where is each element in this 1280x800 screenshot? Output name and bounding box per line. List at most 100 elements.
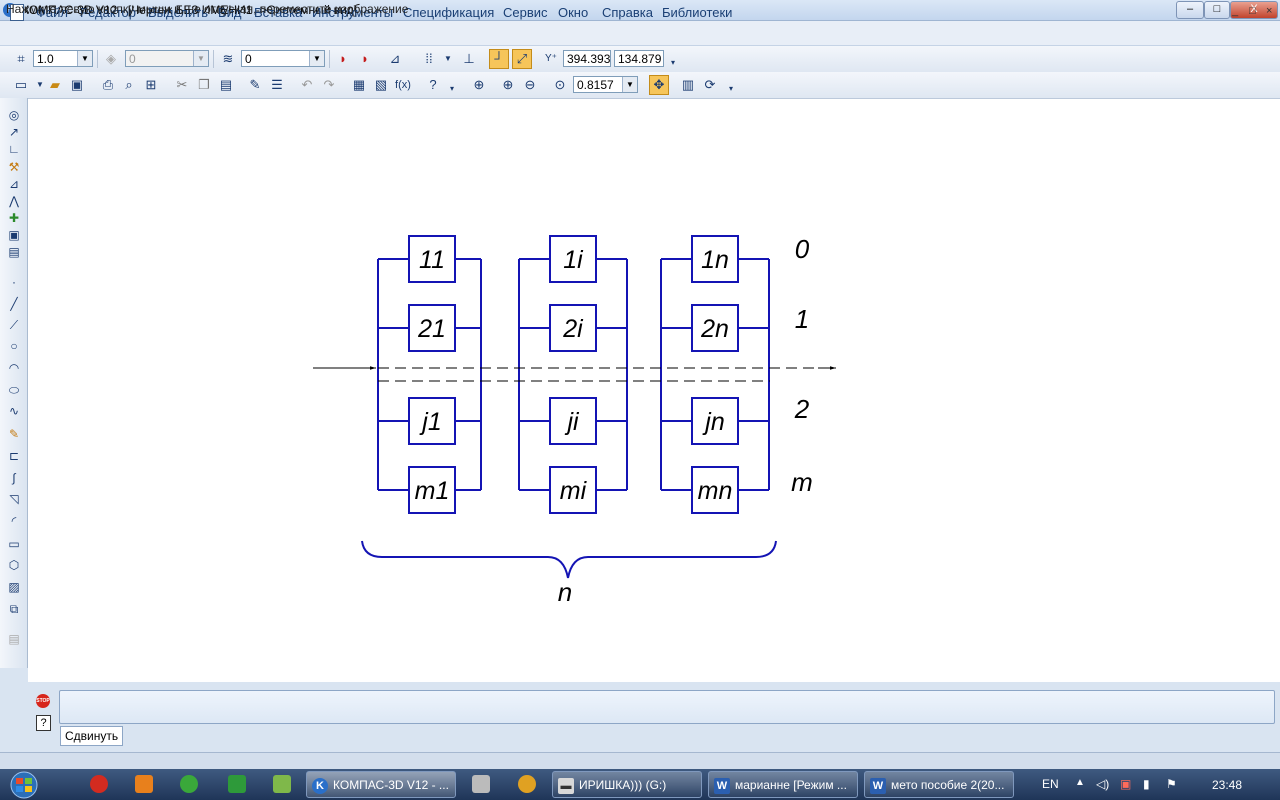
variables-icon[interactable]: f(x): [395, 79, 411, 91]
curve-icon[interactable]: ∫: [12, 471, 16, 485]
measurements-panel-icon[interactable]: ⋀: [9, 194, 19, 208]
clock[interactable]: 23:48: [1212, 778, 1243, 792]
chamfer-icon[interactable]: ◹: [9, 492, 19, 506]
mdi-close-button[interactable]: ×: [1266, 5, 1273, 17]
start-button[interactable]: [2, 771, 46, 799]
show-hidden-icons-icon[interactable]: ▲: [1075, 777, 1085, 788]
segment-icon[interactable]: ⟋: [9, 318, 19, 332]
point-icon[interactable]: ·: [12, 275, 16, 289]
refresh-icon[interactable]: ▥: [681, 77, 695, 92]
polyline-icon[interactable]: ⊏: [8, 449, 20, 463]
fillet-icon[interactable]: ◜: [11, 514, 17, 528]
associative-views-icon[interactable]: ▣: [8, 228, 20, 242]
toolbar-options-icon[interactable]: ▾: [728, 84, 733, 93]
help-icon[interactable]: ?: [36, 715, 51, 731]
zoom-window-icon[interactable]: ⊕: [473, 77, 485, 92]
toolbar-options-icon[interactable]: ▾: [670, 58, 675, 67]
selection-panel-icon[interactable]: ✚: [8, 211, 20, 225]
context-help-icon[interactable]: ?: [429, 77, 437, 92]
angle-step-icon[interactable]: ◈: [106, 51, 116, 66]
new-document-icon[interactable]: ▭: [14, 77, 28, 92]
rectangle-icon[interactable]: ▭: [8, 537, 20, 551]
avast-icon[interactable]: [518, 775, 536, 793]
app-lime-icon[interactable]: [273, 775, 291, 793]
tab-shift[interactable]: Сдвинуть: [60, 726, 124, 746]
mdi-minimize-button[interactable]: _: [1232, 5, 1239, 17]
coord-y-field[interactable]: 134.879: [614, 50, 664, 67]
layer-icon[interactable]: ≋: [222, 51, 234, 66]
geometry-panel-icon[interactable]: ◎: [8, 108, 20, 122]
ellipse-icon[interactable]: ⬭: [8, 383, 20, 397]
specification-panel-icon[interactable]: ▤: [8, 245, 20, 259]
snap-magnet-icon[interactable]: ◗: [339, 51, 347, 66]
local-snap-icon[interactable]: ◗: [361, 51, 369, 66]
circle-icon[interactable]: ○: [10, 339, 18, 353]
step-icon[interactable]: ⌗: [17, 51, 25, 66]
nurbs-icon[interactable]: ✎: [8, 427, 20, 441]
maximize-button[interactable]: □: [1204, 1, 1230, 19]
print-icon[interactable]: ⎙: [102, 77, 114, 92]
redo-icon[interactable]: ↷: [323, 77, 335, 92]
utorrent-icon[interactable]: [180, 775, 198, 793]
zoom-in-icon[interactable]: ⊕: [502, 77, 514, 92]
chevron-down-icon[interactable]: ▼: [77, 51, 92, 66]
power-icon[interactable]: ▮: [1143, 777, 1150, 791]
manager-icon[interactable]: ▦: [352, 77, 366, 92]
menu-edit[interactable]: Редактор: [80, 5, 136, 20]
zoom-scale-icon[interactable]: ⊙: [554, 77, 566, 92]
menu-select[interactable]: Выделить: [148, 5, 208, 20]
menu-file[interactable]: Файл: [36, 5, 68, 20]
menu-insert[interactable]: Вставка: [254, 5, 303, 20]
angle-step-combo[interactable]: 0▼: [125, 50, 209, 67]
save-icon[interactable]: ▣: [70, 77, 84, 92]
network-icon[interactable]: ▣: [1120, 777, 1132, 791]
ortho-mode-icon[interactable]: ┘: [489, 49, 509, 69]
auxiliary-line-icon[interactable]: ╱: [10, 297, 18, 311]
designations-panel-icon[interactable]: ∟: [8, 142, 20, 156]
print-preview-icon[interactable]: ⌕: [125, 77, 133, 92]
chevron-down-icon[interactable]: ▼: [309, 51, 324, 66]
layer-combo[interactable]: 0▼: [241, 50, 325, 67]
orthogonal-icon[interactable]: ⊿: [389, 51, 401, 66]
properties-icon[interactable]: ☰: [271, 77, 283, 92]
library-icon[interactable]: ▧: [374, 77, 388, 92]
close-button[interactable]: X: [1230, 1, 1278, 19]
copy-icon[interactable]: ❐: [198, 77, 210, 92]
spline-icon[interactable]: ∿: [8, 404, 20, 418]
task-drive-g[interactable]: ▬ИРИШКА))) (G:): [552, 771, 702, 798]
dimensions-panel-icon[interactable]: ↗: [8, 125, 20, 139]
redraw-icon[interactable]: ⟳: [704, 77, 716, 92]
grid-icon[interactable]: ⁞⁞: [425, 51, 433, 66]
menu-libraries[interactable]: Библиотеки: [662, 5, 733, 20]
parametrization-panel-icon[interactable]: ⊿: [8, 177, 20, 191]
media-player-icon[interactable]: [135, 775, 153, 793]
contour-icon[interactable]: ⬡: [8, 558, 20, 572]
chevron-down-icon[interactable]: ▼: [193, 51, 208, 66]
chevron-down-icon[interactable]: ▼: [622, 77, 637, 92]
grid-dropdown-icon[interactable]: ▼: [444, 54, 452, 63]
minimize-button[interactable]: –: [1176, 1, 1204, 19]
zoom-combo[interactable]: 0.8157▼: [573, 76, 638, 93]
menu-specification[interactable]: Спецификация: [403, 5, 495, 20]
menu-view[interactable]: Вид: [218, 5, 242, 20]
help-dropdown-icon[interactable]: ▾: [449, 84, 454, 93]
menu-window[interactable]: Окно: [558, 5, 589, 20]
editing-panel-icon[interactable]: ⚒: [8, 160, 20, 174]
new-dropdown-icon[interactable]: ▼: [36, 80, 44, 89]
zoom-out-icon[interactable]: ⊖: [524, 77, 536, 92]
document-icon[interactable]: [10, 4, 24, 21]
pan-icon[interactable]: ✥: [649, 75, 669, 95]
mdi-restore-button[interactable]: □: [1249, 5, 1256, 17]
action-center-icon[interactable]: ⚑: [1166, 777, 1177, 791]
format-brush-icon[interactable]: ✎: [249, 77, 261, 92]
round-mode-icon[interactable]: ⤢: [512, 49, 532, 69]
volume-icon[interactable]: ◁): [1096, 777, 1110, 791]
step-combo[interactable]: 1.0▼: [33, 50, 93, 67]
arc-icon[interactable]: ◠: [8, 361, 20, 375]
coord-x-field[interactable]: 394.393: [563, 50, 611, 67]
paste-icon[interactable]: ▤: [219, 77, 233, 92]
menu-service[interactable]: Сервис: [503, 5, 548, 20]
